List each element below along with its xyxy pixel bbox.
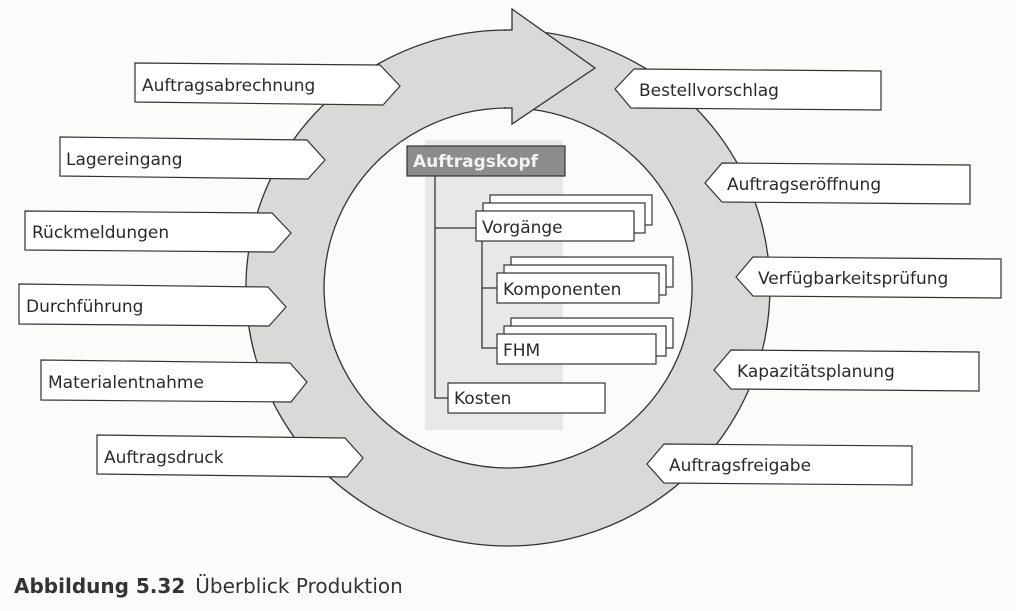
figure-number: Abbildung 5.32 [14, 574, 186, 598]
components-label: Komponenten [503, 280, 621, 300]
left-step-label: Durchführung [26, 297, 143, 317]
operations-node[interactable]: Vorgänge [475, 194, 653, 242]
costs-label: Kosten [454, 389, 511, 409]
operations-label: Vorgänge [482, 218, 563, 238]
left-step-label: Auftragsdruck [104, 448, 224, 468]
right-step-label: Kapazitätsplanung [737, 362, 895, 382]
right-step-label: Auftragsfreigabe [669, 456, 811, 476]
figure-caption: Abbildung 5.32 Überblick Produktion [14, 574, 403, 598]
right-step-label: Bestellvorschlag [639, 81, 779, 101]
left-step-label: Rückmeldungen [32, 223, 169, 243]
right-step-4[interactable]: Kapazitätsplanung [713, 349, 980, 392]
left-step-label: Auftragsabrechnung [142, 76, 315, 96]
costs-node[interactable]: Kosten [447, 382, 606, 414]
order-header-node[interactable]: Auftragskopf [406, 145, 566, 177]
order-header-label: Auftragskopf [413, 152, 539, 172]
figure-title: Überblick Produktion [195, 574, 403, 598]
arrow-joint [498, 31, 513, 107]
prt-label: FHM [503, 341, 540, 361]
tree-connectors [434, 176, 497, 399]
right-step-1[interactable]: Bestellvorschlag [614, 68, 882, 111]
right-step-label: Verfügbarkeitsprüfung [758, 269, 948, 289]
right-step-5[interactable]: Auftragsfreigabe [646, 443, 913, 486]
right-step-2[interactable]: Auftragseröffnung [704, 162, 971, 205]
prt-node[interactable]: FHM [496, 317, 674, 365]
left-step-1[interactable]: Auftragsabrechnung [134, 62, 401, 106]
right-step-3[interactable]: Verfügbarkeitsprüfung [735, 256, 1002, 299]
left-step-6[interactable]: Auftragsdruck [96, 434, 364, 478]
cycle-arrow-head [504, 7, 597, 126]
left-step-label: Lagereingang [66, 150, 183, 170]
right-step-label: Auftragseröffnung [727, 175, 881, 195]
left-step-5[interactable]: Materialentnahme [40, 359, 308, 403]
components-node[interactable]: Komponenten [496, 256, 674, 304]
left-step-3[interactable]: Rückmeldungen [24, 210, 292, 253]
left-step-2[interactable]: Lagereingang [59, 136, 326, 180]
left-step-label: Materialentnahme [48, 373, 204, 393]
left-step-4[interactable]: Durchführung [18, 283, 287, 327]
